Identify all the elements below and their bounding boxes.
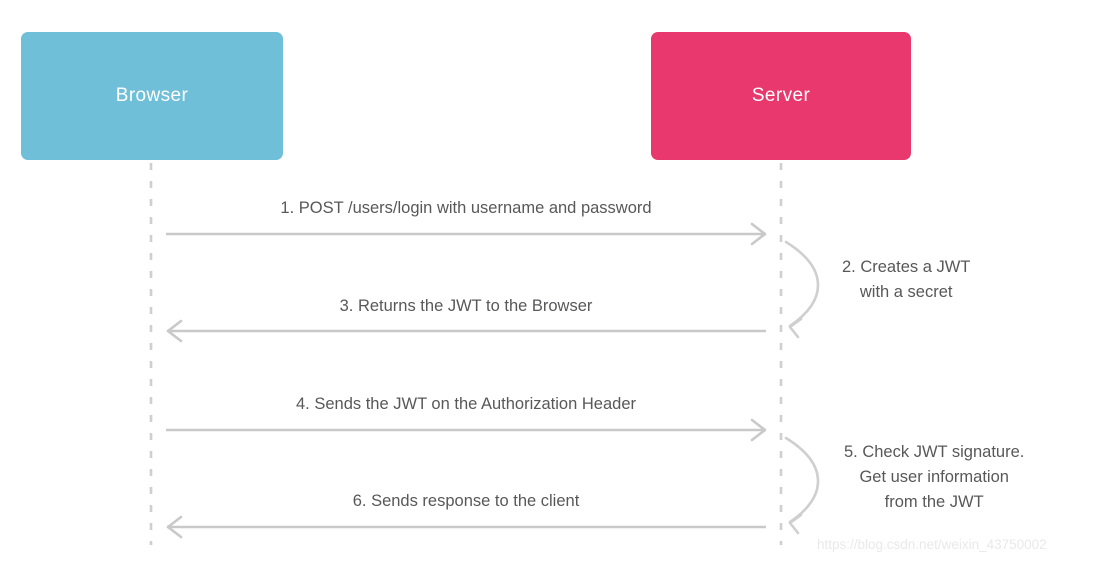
self-call-arc-2 [784,240,820,339]
watermark-text: https://blog.csdn.net/weixin_43750002 [817,537,1047,552]
participant-box-browser: Browser [21,32,283,160]
message-arrow-1 [166,222,767,246]
self-call-note-5: 5. Check JWT signature. Get user informa… [844,440,1024,515]
participant-label-browser: Browser [115,85,189,106]
self-call-note-2: 2. Creates a JWT with a secret [842,255,970,305]
self-call-arc-5 [784,436,820,535]
message-arrow-4 [166,418,767,442]
message-label-6: 6. Sends response to the client [352,492,580,510]
message-label-4: 4. Sends the JWT on the Authorization He… [296,395,636,413]
message-arrow-6 [166,515,766,539]
message-label-1: 1. POST /users/login with username and p… [280,199,652,217]
self-call-note-5-line-3: from the JWT [884,493,984,511]
self-call-note-5-line-1: 5. Check JWT signature. [844,443,1025,461]
self-call-note-2-line-2: with a secret [859,283,953,301]
self-call-note-5-line-2: Get user information [859,468,1009,486]
participant-box-server: Server [651,32,911,160]
message-arrow-3 [166,319,766,343]
message-label-3: 3. Returns the JWT to the Browser [339,297,593,315]
self-call-note-2-line-1: 2. Creates a JWT [842,258,971,276]
participant-label-server: Server [751,85,811,106]
